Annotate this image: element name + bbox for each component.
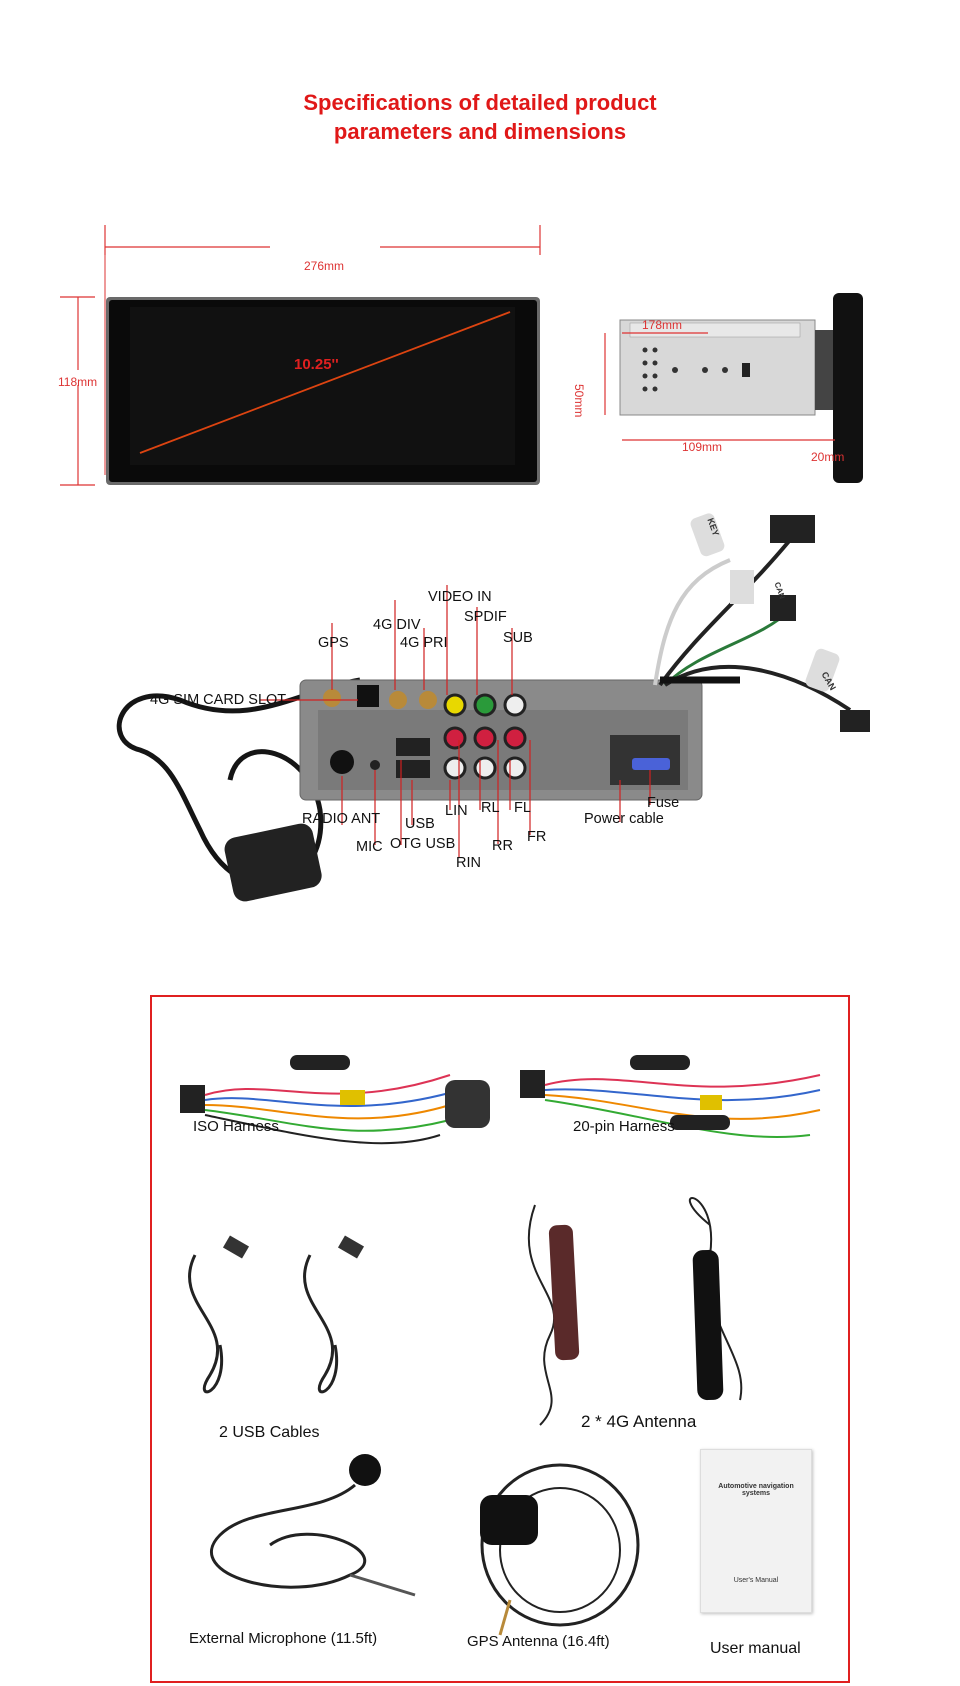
port-rin-label: RIN bbox=[456, 855, 481, 871]
port-rl-label: RL bbox=[481, 800, 500, 816]
port-sub-label: SUB bbox=[503, 630, 533, 646]
port-fr-label: FR bbox=[527, 829, 547, 845]
side-depth-label: 109mm bbox=[682, 440, 723, 454]
iso-harness-label: ISO Harness bbox=[193, 1118, 279, 1135]
4g-antenna-label: 2 * 4G Antenna bbox=[581, 1412, 697, 1431]
microphone-label: External Microphone (11.5ft) bbox=[189, 1630, 378, 1647]
port-video-in-label: VIDEO IN bbox=[428, 589, 492, 605]
user-manual-booklet: Automotive navigation systems User's Man… bbox=[700, 1449, 812, 1613]
usb-cables-label: 2 USB Cables bbox=[219, 1424, 320, 1441]
front-width-label: 276mm bbox=[304, 259, 345, 273]
20-pin-harness-label: 20-pin Harness bbox=[573, 1118, 675, 1135]
page-title-line-1: Specifications of detailed product bbox=[303, 90, 657, 115]
power-cable-label: Power cable bbox=[584, 811, 664, 827]
port-lin-label: LIN bbox=[445, 803, 468, 819]
side-width-label: 178mm bbox=[642, 318, 683, 332]
port-usb-label: USB bbox=[405, 816, 435, 832]
accessories-illustrations bbox=[180, 1055, 821, 1636]
port-sim-slot-label: 4G SIM CARD SLOT bbox=[150, 692, 287, 708]
dimension-diagram bbox=[60, 225, 863, 486]
port-4g-div-label: 4G DIV bbox=[373, 617, 421, 633]
side-thickness-label: 20mm bbox=[811, 450, 845, 464]
port-mic-label: MIC bbox=[356, 839, 383, 855]
manual-cover-title: Automotive navigation systems bbox=[718, 1483, 794, 1497]
user-manual-label: User manual bbox=[710, 1640, 801, 1657]
port-4g-pri-label: 4G PRI bbox=[400, 635, 448, 651]
side-height-label: 50mm bbox=[572, 384, 586, 418]
port-spdif-label: SPDIF bbox=[464, 609, 507, 625]
front-height-label: 118mm bbox=[58, 375, 98, 389]
screen-size-label: 10.25'' bbox=[294, 356, 339, 373]
port-fl-label: FL bbox=[514, 800, 531, 816]
fuse-label: Fuse bbox=[647, 795, 680, 811]
port-rr-label: RR bbox=[492, 838, 513, 854]
port-radio-ant-label: RADIO ANT bbox=[302, 811, 381, 827]
rear-ports-diagram bbox=[116, 513, 870, 902]
page-title-line-2: parameters and dimensions bbox=[333, 119, 627, 144]
manual-cover-subtitle: User's Manual bbox=[733, 1577, 779, 1584]
port-gps-label: GPS bbox=[318, 635, 349, 651]
port-otg-usb-label: OTG USB bbox=[390, 836, 456, 852]
gps-antenna-label: GPS Antenna (16.4ft) bbox=[467, 1633, 610, 1650]
accessories-box bbox=[150, 995, 850, 1683]
